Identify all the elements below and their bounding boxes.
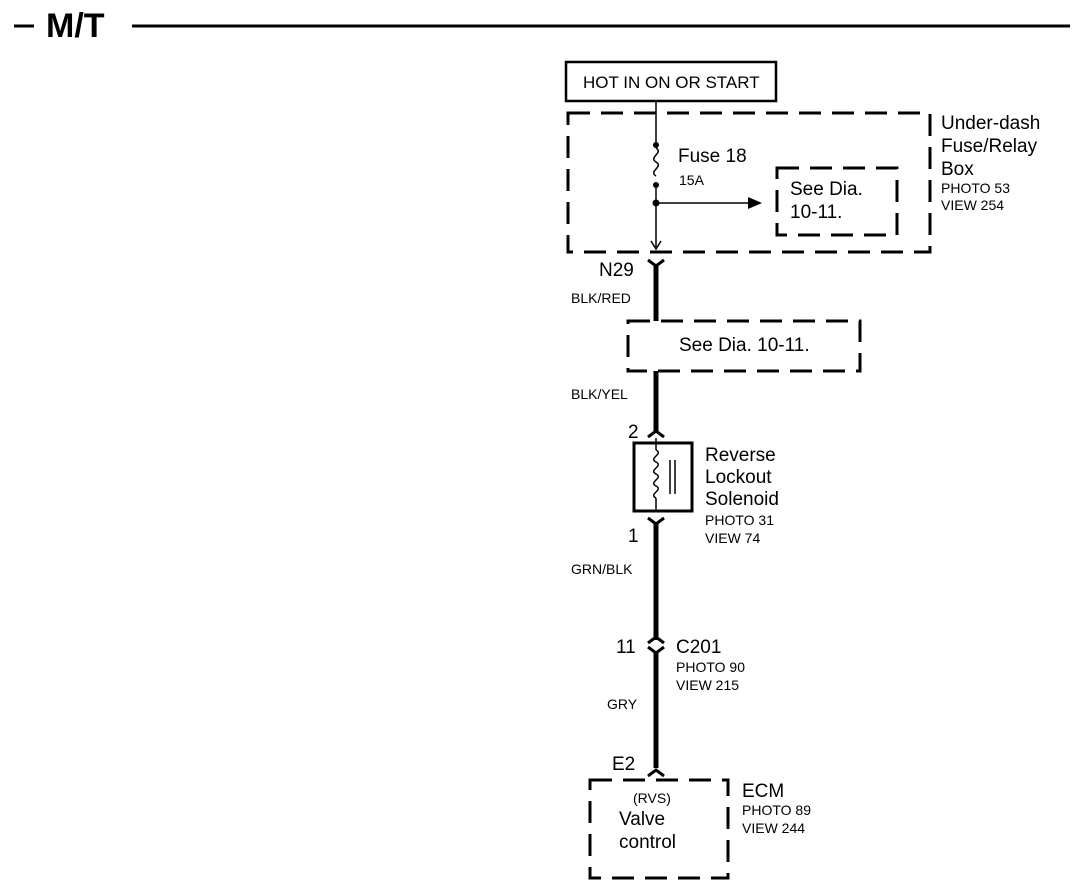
solenoid-pin-top: 2 [628,422,639,443]
ecm-view: VIEW 244 [742,820,805,836]
ecm-pin: E2 [612,754,635,775]
solenoid-connector-bottom-icon [647,516,665,526]
see-diagram-1-line2: 10-11. [790,202,842,223]
ecm-function-line1: Valve [619,809,665,830]
connector-c201-view: VIEW 215 [676,677,739,693]
fuse-box-photo: PHOTO 53 [941,180,1010,196]
see-diagram-2-label: See Dia. 10-11. [679,335,810,356]
see-diagram-1-line1: See Dia. [790,179,863,200]
fuse-terminal-top [653,142,659,148]
solenoid-coil-icon [653,449,659,499]
solenoid-photo: PHOTO 31 [705,512,774,528]
wire-gry-label: GRY [607,696,638,712]
ecm-box-outline [588,778,730,880]
branch-arrow-icon [748,197,762,209]
ecm-connector-icon [647,768,665,778]
see-diagram-box-1 [775,166,899,237]
solenoid-pin-bottom: 1 [628,526,639,547]
fuse-box-name-line1: Under-dash [941,113,1040,134]
connector-c201-name: C201 [676,637,721,658]
see-diagram-box-2 [626,319,862,373]
wire-grn-blk-label: GRN/BLK [571,561,633,577]
connector-c201-photo: PHOTO 90 [676,659,745,675]
fuse-icon [653,147,659,177]
solenoid-name-line2: Lockout [705,467,772,488]
fuse-box-name-line3: Box [941,159,974,180]
fuse-box-name-line2: Fuse/Relay [941,136,1038,157]
connector-n29-label: N29 [599,260,634,281]
solenoid-body [632,441,694,513]
down-arrow-icon [650,240,662,251]
fuse-rating: 15A [679,172,705,188]
connector-n29-icon [647,258,665,268]
solenoid-name-line3: Solenoid [705,489,779,510]
ecm-name: ECM [742,781,784,802]
ecm-photo: PHOTO 89 [742,802,811,818]
power-source-box [564,60,778,103]
ecm-function-line2: control [619,832,676,853]
connector-c201-pin: 11 [616,637,636,658]
page-title: M/T [46,7,105,45]
wire-blk-yel-label: BLK/YEL [571,386,628,402]
wire-blk-red-label: BLK/RED [571,290,631,306]
ecm-signal: (RVS) [633,790,671,806]
connector-c201-bottom-icon [647,645,665,655]
fuse-name: Fuse 18 [678,146,747,167]
fuse-relay-box-outline [566,111,932,254]
fuse-box-view: VIEW 254 [941,197,1004,213]
solenoid-connector-top-icon [647,429,665,439]
connector-c201-top-icon [647,635,665,645]
fuse-terminal-bottom [653,182,659,188]
power-source-label: HOT IN ON OR START [583,73,760,92]
solenoid-view: VIEW 74 [705,530,760,546]
solenoid-name-line1: Reverse [705,445,776,466]
